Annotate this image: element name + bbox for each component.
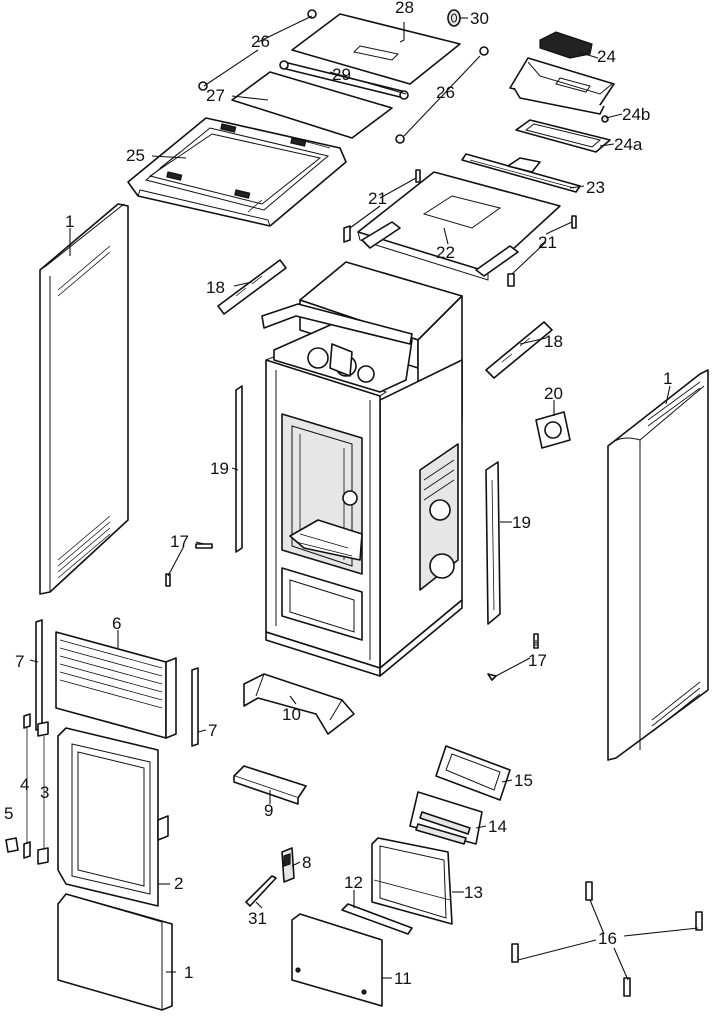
part-10-deflector	[243, 673, 355, 735]
label-21: 21	[368, 189, 387, 208]
part-9-channel	[233, 765, 307, 805]
label-26: 26	[251, 32, 270, 51]
part-18-bracket-left	[217, 259, 287, 315]
label-31: 31	[248, 909, 267, 928]
part-15-gasket	[435, 745, 511, 801]
part-30-knob	[447, 9, 461, 27]
part-26-screws	[198, 9, 489, 144]
part-1-left-side-panel	[39, 203, 129, 595]
label-2: 2	[174, 874, 183, 893]
part-12-rail	[341, 903, 413, 935]
part-27-inner-plate	[231, 71, 393, 139]
part-31-probe	[245, 875, 277, 907]
label-30: 30	[470, 9, 489, 28]
part-4-hinge	[23, 713, 31, 859]
label-29: 29	[332, 65, 351, 84]
part-7-strip-right	[191, 667, 199, 747]
label-9: 9	[264, 801, 273, 820]
part-23-deflector	[461, 153, 581, 193]
label-12: 12	[344, 873, 363, 892]
part-20-gasket	[535, 411, 571, 449]
part-25-top-frame	[127, 117, 347, 227]
label-14: 14	[488, 817, 507, 836]
part-14-plate	[409, 791, 483, 845]
label-21: 21	[538, 233, 557, 252]
label-10: 10	[282, 705, 301, 724]
leader-lines	[29, 15, 699, 981]
part-19-strip-left	[235, 385, 243, 553]
part-24b-screw	[601, 115, 609, 123]
label-19: 19	[512, 513, 531, 532]
part-labels: 28 30 26 24 29 26 27 24b 24a 25 23 21 1 …	[4, 0, 672, 988]
label-28: 28	[395, 0, 414, 17]
label-5: 5	[4, 804, 13, 823]
label-23: 23	[586, 178, 605, 197]
part-6-grille	[55, 631, 177, 739]
label-19: 19	[210, 459, 229, 478]
label-17: 17	[170, 532, 189, 551]
part-18-bracket-right	[485, 321, 553, 379]
label-25: 25	[126, 146, 145, 165]
label-24: 24	[597, 47, 616, 66]
label-1: 1	[663, 369, 672, 388]
part-19-strip-right	[485, 461, 501, 625]
part-24a-gasket	[515, 119, 611, 153]
label-1: 1	[65, 212, 74, 231]
label-20: 20	[544, 384, 563, 403]
part-21-bolts	[343, 169, 577, 287]
label-24a: 24a	[614, 135, 643, 154]
label-24b: 24b	[622, 105, 650, 124]
part-5-latch	[5, 837, 19, 853]
part-13-frame	[371, 837, 453, 925]
stove-body	[261, 261, 463, 677]
label-8: 8	[302, 853, 311, 872]
part-24-control-box	[509, 31, 615, 115]
label-27: 27	[206, 86, 225, 105]
label-13: 13	[464, 883, 483, 902]
part-1-right-side-panel	[607, 369, 709, 761]
label-22: 22	[436, 243, 455, 262]
label-17: 17	[528, 651, 547, 670]
label-7: 7	[208, 721, 217, 740]
part-1-lower-front-panel	[57, 893, 173, 1011]
label-3: 3	[40, 783, 49, 802]
part-7-strip-left	[35, 619, 43, 731]
part-11-bottom-plate	[291, 913, 383, 1007]
label-16: 16	[598, 929, 617, 948]
label-18: 18	[544, 332, 563, 351]
part-16-feet	[511, 881, 703, 997]
part-3-hinge-pin	[37, 721, 49, 865]
part-2-door	[57, 727, 169, 907]
label-4: 4	[20, 775, 29, 794]
label-11: 11	[394, 969, 412, 988]
label-1: 1	[184, 963, 193, 982]
part-28-top-plate	[291, 13, 461, 85]
part-8-switch	[281, 847, 295, 883]
label-18: 18	[206, 278, 225, 297]
label-15: 15	[514, 771, 533, 790]
label-7: 7	[15, 652, 24, 671]
label-6: 6	[112, 614, 121, 633]
label-26: 26	[436, 83, 455, 102]
part-22-top-support	[357, 171, 561, 281]
